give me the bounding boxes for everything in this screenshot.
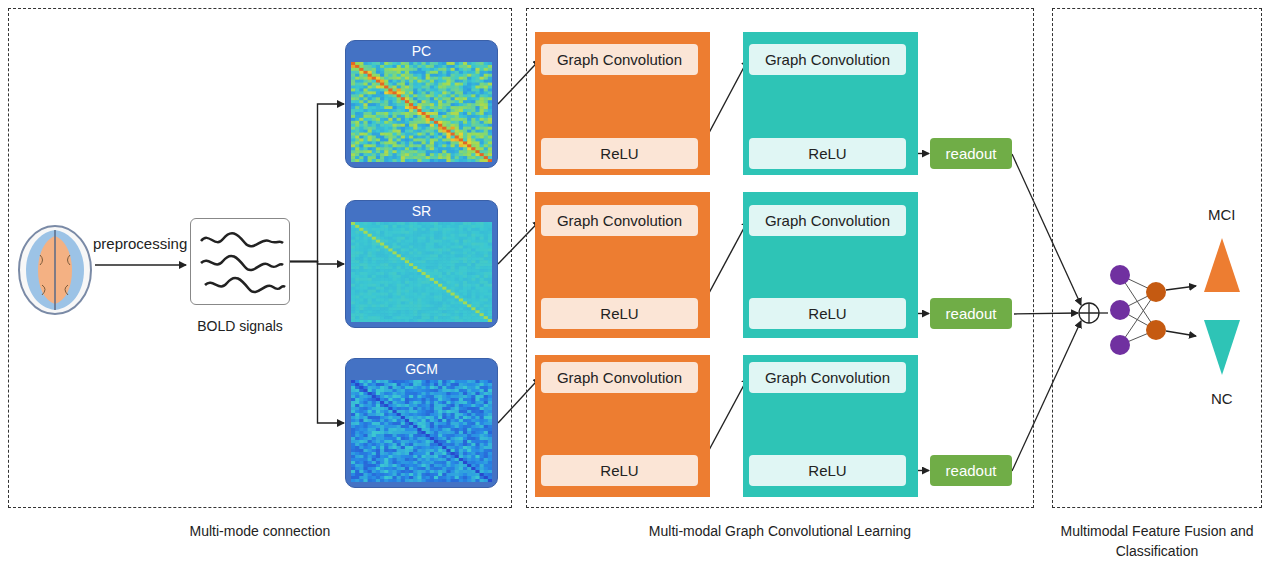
- arrow: [95, 264, 186, 266]
- layer-box: ReLU: [749, 138, 906, 169]
- matrix-title: GCM: [346, 359, 497, 379]
- layer-box: ReLU: [541, 298, 698, 329]
- box-label: Graph Convolution: [557, 51, 682, 68]
- dashed-border: [1052, 8, 1262, 508]
- box-label: Graph Convolution: [557, 212, 682, 229]
- box-label: readout: [946, 462, 997, 479]
- wave-box: [190, 218, 290, 305]
- box-label: ReLU: [808, 145, 846, 162]
- layer-box: ReLU: [541, 138, 698, 169]
- section-title: Multi-mode connection: [8, 521, 512, 541]
- class-triangle: [1204, 238, 1240, 292]
- section-title: Multi-modal Graph Convolutional Learning: [526, 521, 1034, 541]
- layer-block: [743, 355, 918, 497]
- layer-box: Graph Convolution: [749, 44, 906, 75]
- connector: [498, 60, 540, 105]
- layer-block: [535, 32, 710, 175]
- brain-icon: [19, 226, 91, 314]
- layer-box: ReLU: [749, 298, 906, 329]
- connectivity-matrix: GCM: [345, 358, 498, 488]
- process-label: preprocessing: [93, 235, 187, 252]
- box-label: readout: [946, 145, 997, 162]
- box-label: Graph Convolution: [557, 369, 682, 386]
- section-panel: Multi-modal Graph Convolutional Learning…: [526, 8, 1034, 553]
- layer-block: [743, 192, 918, 338]
- readout-box: readout: [930, 298, 1012, 329]
- box-label: Graph Convolution: [765, 212, 890, 229]
- layer-block: [535, 355, 710, 497]
- layer-box: Graph Convolution: [541, 362, 698, 393]
- box-label: ReLU: [808, 462, 846, 479]
- bold-waves: [191, 219, 289, 304]
- box-label: Graph Convolution: [765, 369, 890, 386]
- class-triangle: [1204, 320, 1240, 375]
- dashed-border: [526, 8, 1034, 508]
- heatmap: [351, 62, 492, 162]
- readout-box: readout: [930, 455, 1012, 486]
- layer-block: [743, 32, 918, 175]
- connectivity-matrix: PC: [345, 40, 498, 168]
- layer-box: ReLU: [541, 455, 698, 486]
- layer-box: ReLU: [749, 455, 906, 486]
- connector: [290, 262, 344, 424]
- layer-box: Graph Convolution: [749, 205, 906, 236]
- class-label: NC: [1211, 390, 1233, 407]
- connectivity-matrix: SR: [345, 200, 498, 328]
- heatmap: [351, 380, 492, 482]
- heatmap: [351, 222, 492, 322]
- fusion-symbol: [1079, 303, 1108, 323]
- layer-box: Graph Convolution: [541, 205, 698, 236]
- section-panel: Multi-mode connection BOLD signals PC SR GCM: [8, 8, 512, 553]
- connector: [498, 221, 540, 265]
- box-label: ReLU: [808, 305, 846, 322]
- box-label: ReLU: [600, 145, 638, 162]
- class-label: MCI: [1208, 206, 1236, 223]
- readout-box: readout: [930, 138, 1012, 169]
- layer-block: [535, 192, 710, 338]
- box-label: readout: [946, 305, 997, 322]
- connector: [290, 104, 344, 262]
- connector: [498, 378, 540, 424]
- mlp-classifier: [1110, 265, 1196, 355]
- section-panel: Multimodal Feature Fusion and Classifica…: [1052, 8, 1262, 566]
- layer-box: Graph Convolution: [541, 44, 698, 75]
- signal-box: BOLD signals: [184, 218, 296, 340]
- box-label: ReLU: [600, 462, 638, 479]
- box-label: ReLU: [600, 305, 638, 322]
- box-label: BOLD signals: [174, 318, 306, 334]
- fusion-lines: [1012, 154, 1081, 471]
- layer-box: Graph Convolution: [749, 362, 906, 393]
- box-label: Graph Convolution: [765, 51, 890, 68]
- matrix-title: SR: [346, 201, 497, 221]
- section-title: Multimodal Feature Fusion and Classifica…: [1052, 521, 1262, 561]
- matrix-title: PC: [346, 41, 497, 61]
